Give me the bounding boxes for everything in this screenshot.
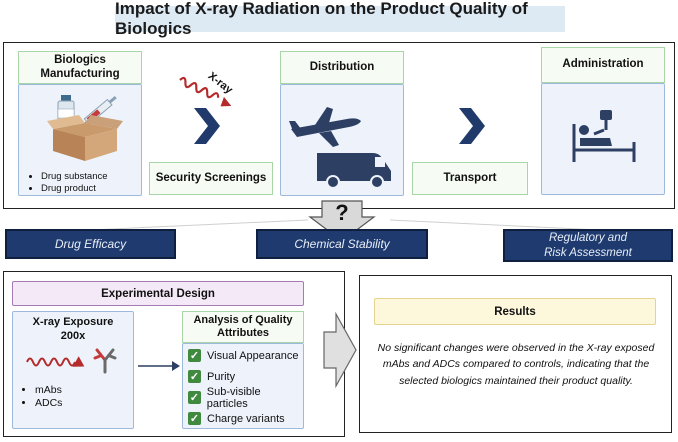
list-item: Drug substance xyxy=(41,171,108,183)
checkbox-icon: ✓ xyxy=(188,349,201,362)
attribute-label: Purity xyxy=(207,370,236,383)
list-item: Drug product xyxy=(41,183,108,195)
chevron-right-icon xyxy=(459,108,485,144)
results-text: No significant changes were observed in … xyxy=(377,342,655,387)
medicine-vial-icon xyxy=(47,95,123,161)
attribute-label: Sub-visible particles xyxy=(206,385,261,410)
checkbox-icon: ✓ xyxy=(188,412,201,425)
manufacturing-list: Drug substance Drug product xyxy=(25,171,108,195)
exposure-list: mAbs ADCs xyxy=(19,384,62,410)
attribute-label: Charge variants xyxy=(207,412,285,425)
manufacturing-label: Biologics Manufacturing xyxy=(18,51,142,84)
list-item: ✓ Purity xyxy=(188,366,303,387)
checkbox-icon: ✓ xyxy=(188,391,201,404)
distribution-panel xyxy=(280,84,404,196)
security-label: Security Screenings xyxy=(149,162,273,195)
list-item: ✓ Visual Appearance xyxy=(188,345,303,366)
chemical-stability-badge: Chemical Stability xyxy=(256,229,428,259)
chevron-right-icon xyxy=(194,108,220,144)
list-item: ✓ Charge variants xyxy=(188,408,303,429)
page-title: Impact of X-ray Radiation on the Product… xyxy=(115,0,565,38)
attribute-label: Visual Appearance xyxy=(207,349,299,362)
hospital-bed-icon xyxy=(572,110,636,162)
airplane-icon xyxy=(289,107,391,187)
results-frame xyxy=(359,275,672,433)
cardboard-box-icon xyxy=(47,115,123,161)
administration-panel xyxy=(541,83,665,195)
antibody-icon xyxy=(93,348,117,374)
list-item: mAbs xyxy=(35,384,62,397)
list-item: ADCs xyxy=(35,397,62,410)
results-header: Results xyxy=(374,298,656,325)
analysis-panel: ✓ Visual Appearance ✓ Purity ✓ Sub-visible … xyxy=(182,343,304,429)
checkbox-icon: ✓ xyxy=(188,370,201,383)
big-arrow-right-icon xyxy=(323,312,357,388)
distribution-label: Distribution xyxy=(280,51,404,84)
regulatory-risk-badge: Regulatory and Risk Assessment xyxy=(503,229,673,262)
connector-lines xyxy=(90,219,600,231)
analysis-title: Analysis of Quality Attributes xyxy=(182,311,304,343)
question-mark: ? xyxy=(335,200,349,225)
exposure-title: X-ray Exposure 200x xyxy=(32,316,114,342)
transport-label: Transport xyxy=(412,162,528,195)
drug-efficacy-badge: Drug Efficacy xyxy=(5,229,176,259)
manufacturing-panel: Drug substance Drug product xyxy=(18,84,142,196)
xray-wave-icon xyxy=(26,356,85,367)
list-item: ✓ Sub-visible particles xyxy=(188,385,303,410)
arrow-right-icon xyxy=(138,361,180,371)
xray-wave-icon xyxy=(179,76,232,107)
experimental-design-header: Experimental Design xyxy=(12,281,304,306)
administration-label: Administration xyxy=(541,47,665,83)
van-icon xyxy=(317,153,391,187)
exposure-panel: X-ray Exposure 200x mAbs ADCs xyxy=(12,311,134,429)
